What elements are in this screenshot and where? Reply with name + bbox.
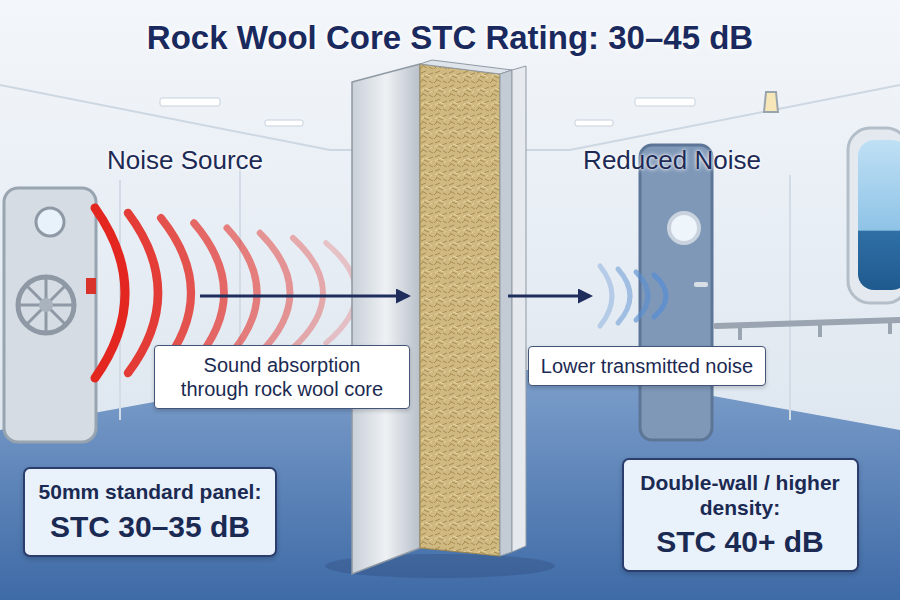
panel-face-sheet bbox=[352, 64, 420, 574]
callout-box: Lower transmitted noise bbox=[528, 346, 766, 386]
transmitted-arrow bbox=[508, 295, 590, 298]
door-wheel bbox=[18, 277, 74, 333]
sound-wave bbox=[194, 223, 224, 363]
door-porthole bbox=[36, 208, 64, 236]
handrail bbox=[716, 320, 900, 326]
box-text: Double-wall / higher density: bbox=[638, 470, 843, 520]
wave-label: Reduced Noise bbox=[583, 145, 761, 176]
wave-label: Noise Source bbox=[107, 145, 263, 176]
ceiling-light bbox=[160, 98, 220, 106]
sound-wave bbox=[260, 233, 290, 353]
rock-wool-core bbox=[420, 64, 500, 556]
panel-back-sheet bbox=[500, 70, 512, 556]
fire-alarm bbox=[86, 278, 96, 294]
door-wheel-spokes bbox=[18, 277, 74, 333]
sea-window bbox=[858, 140, 900, 290]
sound-wave bbox=[227, 228, 257, 358]
callout-box: Sound absorption through rock wool core bbox=[154, 345, 410, 409]
reduced-wave bbox=[600, 266, 612, 326]
reduced-waves bbox=[600, 266, 666, 326]
box-text: 50mm standard panel: bbox=[39, 479, 262, 504]
reduced-wave bbox=[654, 275, 666, 317]
door-wheel-hub bbox=[39, 298, 53, 312]
sound-wave bbox=[95, 208, 125, 378]
handrail-bracket bbox=[740, 320, 890, 340]
rating-text: STC 30–35 dB bbox=[39, 509, 262, 545]
cabin-door bbox=[640, 145, 712, 440]
reduced-wave bbox=[636, 272, 648, 320]
ceiling-light bbox=[575, 120, 613, 126]
panel-flange bbox=[512, 66, 526, 552]
sound-path-arrow bbox=[200, 295, 408, 298]
box-text: Sound absorption through rock wool core bbox=[167, 353, 397, 401]
panel-top-lip bbox=[420, 60, 512, 74]
door-handle bbox=[694, 282, 708, 287]
ceiling-light bbox=[635, 98, 695, 106]
spec-box: 50mm standard panel: STC 30–35 dB bbox=[23, 467, 278, 556]
window-frame bbox=[848, 128, 900, 303]
wall-lamp bbox=[764, 92, 778, 112]
reduced-wave bbox=[618, 269, 630, 323]
sound-wave bbox=[293, 238, 323, 348]
ceiling-light bbox=[265, 120, 303, 126]
diagram-title: Rock Wool Core STC Rating: 30–45 dB bbox=[147, 19, 753, 57]
watertight-door bbox=[4, 188, 96, 442]
cabin-porthole bbox=[669, 213, 699, 243]
rating-text: STC 40+ dB bbox=[638, 524, 843, 560]
box-text: Lower transmitted noise bbox=[541, 354, 753, 378]
spec-box: Double-wall / higher density: STC 40+ dB bbox=[622, 458, 859, 572]
